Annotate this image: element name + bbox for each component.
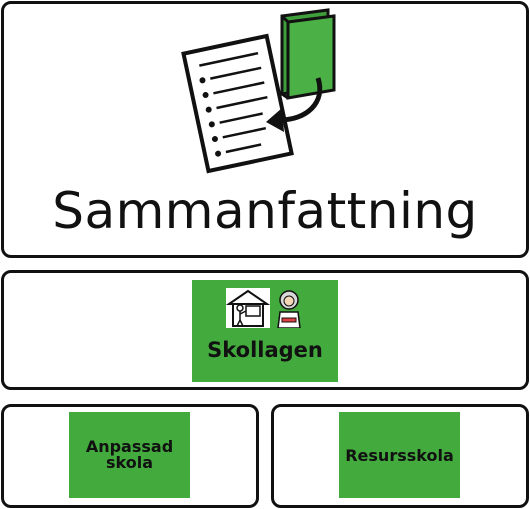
skollagen-button[interactable]: Skollagen: [192, 280, 338, 382]
law-icons: [226, 286, 304, 328]
school-teacher-icon: [226, 288, 270, 328]
skollagen-label: Skollagen: [207, 338, 323, 362]
anpassad-skola-button[interactable]: Anpassad skola: [69, 412, 190, 498]
page-title: Sammanfattning: [52, 182, 478, 240]
judge-icon: [274, 288, 304, 328]
anpassad-skola-label: Anpassad skola: [85, 437, 174, 472]
document-to-book-icon: [180, 8, 340, 178]
resursskola-button[interactable]: Resursskola: [339, 412, 460, 498]
resursskola-label: Resursskola: [345, 445, 454, 465]
